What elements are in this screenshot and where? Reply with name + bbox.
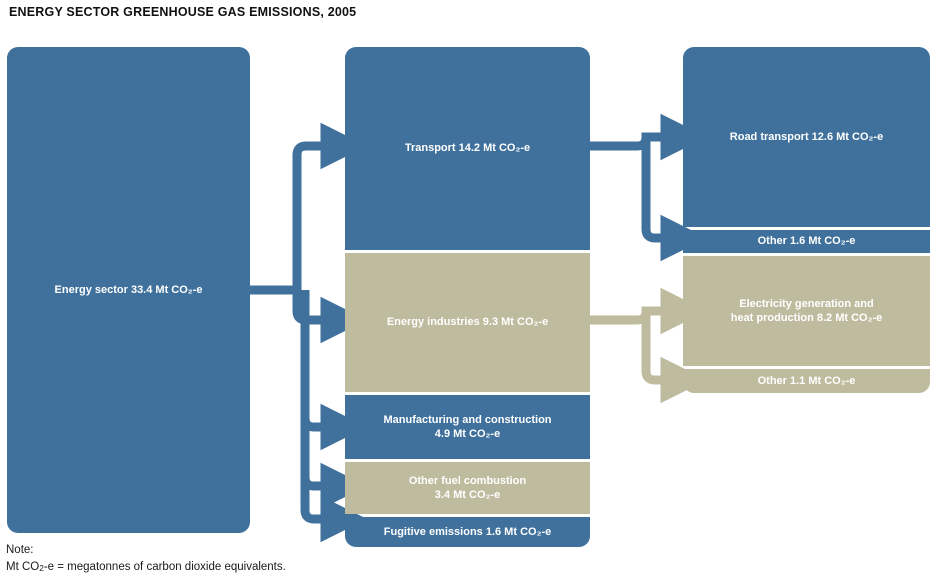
node-manufacturing-and-construction[interactable]: Manufacturing and construction 4.9 Mt CO… [345,395,590,459]
node-electricity-label-line2: heat production 8.2 Mt CO₂-e [730,312,883,324]
node-other-transport[interactable]: Other 1.6 Mt CO₂-e [683,230,930,253]
node-energy-sector[interactable]: Energy sector 33.4 Mt CO₂-e [7,47,250,533]
level-3-column: Road transport 12.6 Mt CO₂-e Other 1.6 M… [683,47,930,393]
note-block: Note: Mt CO2-e = megatonnes of carbon di… [6,542,286,575]
node-other-energy-label: Other 1.1 Mt CO₂-e [757,374,856,387]
note-definition-prefix: Mt CO [6,560,40,573]
connector-to-transport [292,122,368,290]
level-2-column: Transport 14.2 Mt CO₂-e Energy industrie… [345,47,590,547]
connector-to-manufacturing [300,290,368,451]
node-other-fuel-label-line2: 3.4 Mt CO₂-e [434,489,501,501]
note-definition: Mt CO2-e = megatonnes of carbon dioxide … [6,559,286,576]
connector-to-other-fuel [300,290,368,510]
connector-to-fugitive [300,290,368,543]
connector-to-energy-industries [292,290,368,344]
node-manufacturing-label: Manufacturing and construction 4.9 Mt CO… [383,413,551,441]
node-transport[interactable]: Transport 14.2 Mt CO₂-e [345,47,590,250]
node-manufacturing-label-line1: Manufacturing and construction [383,413,552,426]
node-other-fuel-label: Other fuel combustion 3.4 Mt CO₂-e [409,474,526,502]
node-electricity-label: Electricity generation and heat producti… [731,297,883,325]
node-energy-industries[interactable]: Energy industries 9.3 Mt CO₂-e [345,253,590,392]
node-energy-industries-label: Energy industries 9.3 Mt CO₂-e [386,316,549,329]
connector-to-other-energy [641,314,708,404]
node-electricity-generation[interactable]: Electricity generation and heat producti… [683,256,930,366]
node-other-fuel-label-line1: Other fuel combustion [408,474,527,487]
node-road-transport-label: Road transport 12.6 Mt CO₂-e [729,130,884,143]
node-fugitive-label: Fugitive emissions 1.6 Mt CO₂-e [383,525,552,538]
node-manufacturing-label-line2: 4.9 Mt CO₂-e [434,428,501,440]
node-road-transport[interactable]: Road transport 12.6 Mt CO₂-e [683,47,930,227]
connector-to-other-transport [641,140,708,262]
node-other-energy-industries[interactable]: Other 1.1 Mt CO₂-e [683,369,930,393]
connector-to-road-transport [590,113,708,161]
note-definition-subscript: 2 [39,564,44,574]
node-energy-sector-label: Energy sector 33.4 Mt CO₂-e [54,283,203,296]
node-other-transport-label: Other 1.6 Mt CO₂-e [757,235,856,248]
node-electricity-label-line1: Electricity generation and [739,297,874,310]
node-fugitive-emissions[interactable]: Fugitive emissions 1.6 Mt CO₂-e [345,517,590,547]
note-heading: Note: [6,544,34,556]
connector-to-electricity [590,287,708,335]
note-definition-suffix: -e = megatonnes of carbon dioxide equiva… [43,560,286,573]
node-other-fuel-combustion[interactable]: Other fuel combustion 3.4 Mt CO₂-e [345,462,590,514]
page-title: ENERGY SECTOR GREENHOUSE GAS EMISSIONS, … [9,5,357,19]
node-transport-label: Transport 14.2 Mt CO₂-e [404,142,531,155]
